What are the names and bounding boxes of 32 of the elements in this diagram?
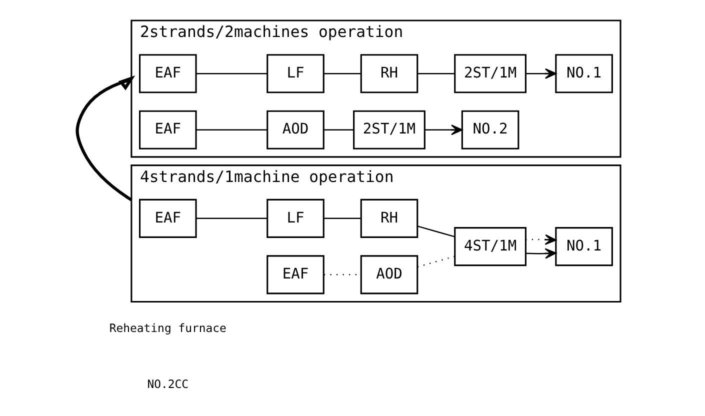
node-box: NO.1 <box>554 54 612 94</box>
connector <box>416 256 454 268</box>
node-box: 2ST/1M <box>352 110 425 150</box>
connector <box>196 73 267 74</box>
arrow <box>424 124 462 136</box>
connector <box>416 226 454 238</box>
label: Reheating furnace <box>108 320 226 335</box>
connector <box>324 73 361 74</box>
node-box: LF <box>266 54 324 94</box>
connector <box>324 129 354 130</box>
arrow <box>525 234 556 245</box>
arrow <box>525 68 556 79</box>
label: NO.2CC <box>146 377 188 391</box>
node-box: RH <box>360 54 418 94</box>
arrow <box>75 76 135 202</box>
node-box: 4ST/1M <box>454 227 526 266</box>
node-box: EAF <box>138 110 196 150</box>
node-box: AOD <box>266 110 324 150</box>
node-box: AOD <box>360 255 418 294</box>
connector <box>417 73 454 74</box>
node-box: NO.1 <box>554 227 612 266</box>
node-box: EAF <box>266 255 324 294</box>
arrow <box>525 248 556 259</box>
connector <box>196 129 267 130</box>
node-box: LF <box>266 198 324 238</box>
connector <box>324 218 361 220</box>
connector <box>196 218 267 220</box>
node-box: EAF <box>138 198 196 238</box>
node-box: RH <box>360 198 418 238</box>
node-box: EAF <box>138 54 196 94</box>
node-box: 2ST/1M <box>454 54 526 94</box>
node-box: NO.2 <box>460 110 519 150</box>
